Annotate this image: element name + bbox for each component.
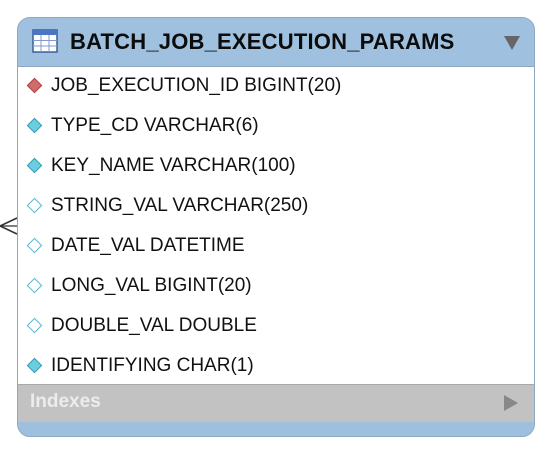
column-row[interactable]: DOUBLE_VAL DOUBLE: [18, 307, 534, 345]
column-list: JOB_EXECUTION_ID BIGINT(20) TYPE_CD VARC…: [18, 66, 534, 384]
column-row[interactable]: DATE_VAL DATETIME: [18, 227, 534, 265]
column-row[interactable]: JOB_EXECUTION_ID BIGINT(20): [18, 67, 534, 105]
column-label: LONG_VAL BIGINT(20): [51, 275, 252, 296]
nullable-column-icon: [26, 277, 43, 294]
not-null-column-icon: [26, 117, 43, 134]
column-label: TYPE_CD VARCHAR(6): [51, 115, 259, 136]
column-row[interactable]: LONG_VAL BIGINT(20): [18, 267, 534, 305]
table-title: BATCH_JOB_EXECUTION_PARAMS: [70, 29, 455, 54]
crows-foot-connector-icon: [0, 217, 18, 235]
column-label: IDENTIFYING CHAR(1): [51, 355, 254, 376]
nullable-column-icon: [26, 317, 43, 334]
not-null-column-icon: [26, 357, 43, 374]
entity-table[interactable]: BATCH_JOB_EXECUTION_PARAMS JOB_EXECUTION…: [17, 17, 535, 437]
column-row[interactable]: IDENTIFYING CHAR(1): [18, 347, 534, 385]
not-null-column-icon: [26, 157, 43, 174]
column-label: DOUBLE_VAL DOUBLE: [51, 315, 257, 336]
nullable-column-icon: [26, 237, 43, 254]
triangle-down-icon[interactable]: [504, 36, 520, 50]
column-label: KEY_NAME VARCHAR(100): [51, 155, 296, 176]
indexes-label: Indexes: [30, 391, 101, 412]
column-label: STRING_VAL VARCHAR(250): [51, 195, 309, 216]
indexes-section[interactable]: Indexes: [18, 384, 534, 422]
table-footer: [18, 422, 534, 436]
column-row[interactable]: TYPE_CD VARCHAR(6): [18, 107, 534, 145]
table-icon: [32, 29, 58, 53]
primary-key-icon: [26, 77, 43, 94]
table-header[interactable]: BATCH_JOB_EXECUTION_PARAMS: [18, 18, 534, 66]
column-row[interactable]: KEY_NAME VARCHAR(100): [18, 147, 534, 185]
triangle-right-icon[interactable]: [504, 395, 518, 411]
column-row[interactable]: STRING_VAL VARCHAR(250): [18, 187, 534, 225]
column-label: JOB_EXECUTION_ID BIGINT(20): [51, 75, 342, 96]
column-label: DATE_VAL DATETIME: [51, 235, 245, 256]
nullable-column-icon: [26, 197, 43, 214]
